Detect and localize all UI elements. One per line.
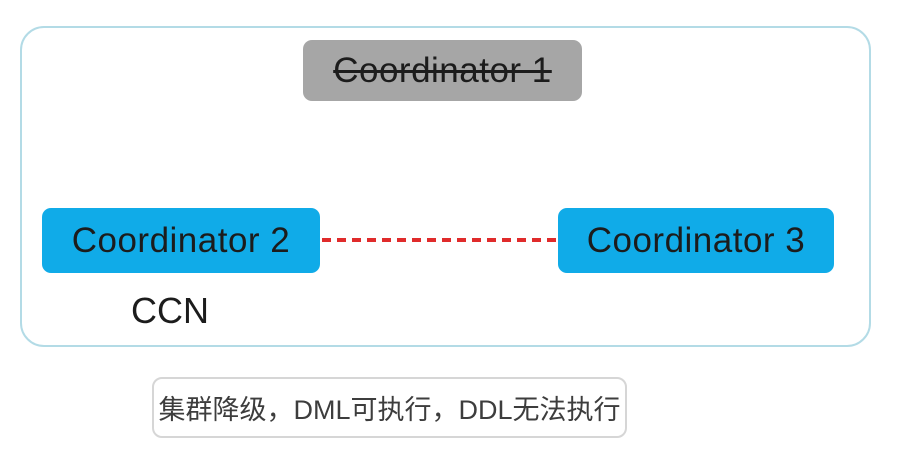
node-coordinator-2-label: Coordinator 2 [71, 220, 291, 260]
dashed-connection-line [322, 238, 556, 242]
node-coordinator-2: Coordinator 2 [42, 208, 320, 273]
node-coordinator-3-label: Coordinator 3 [586, 220, 806, 260]
caption-box: 集群降级，DML可执行，DDL无法执行 [152, 377, 627, 438]
caption-text: 集群降级，DML可执行，DDL无法执行 [158, 395, 621, 425]
node-coordinator-1-label: Coordinator 1 [333, 50, 552, 90]
node-coordinator-3: Coordinator 3 [558, 208, 834, 273]
ccn-label: CCN [131, 290, 209, 331]
node-coordinator-1: Coordinator 1 [303, 40, 582, 101]
